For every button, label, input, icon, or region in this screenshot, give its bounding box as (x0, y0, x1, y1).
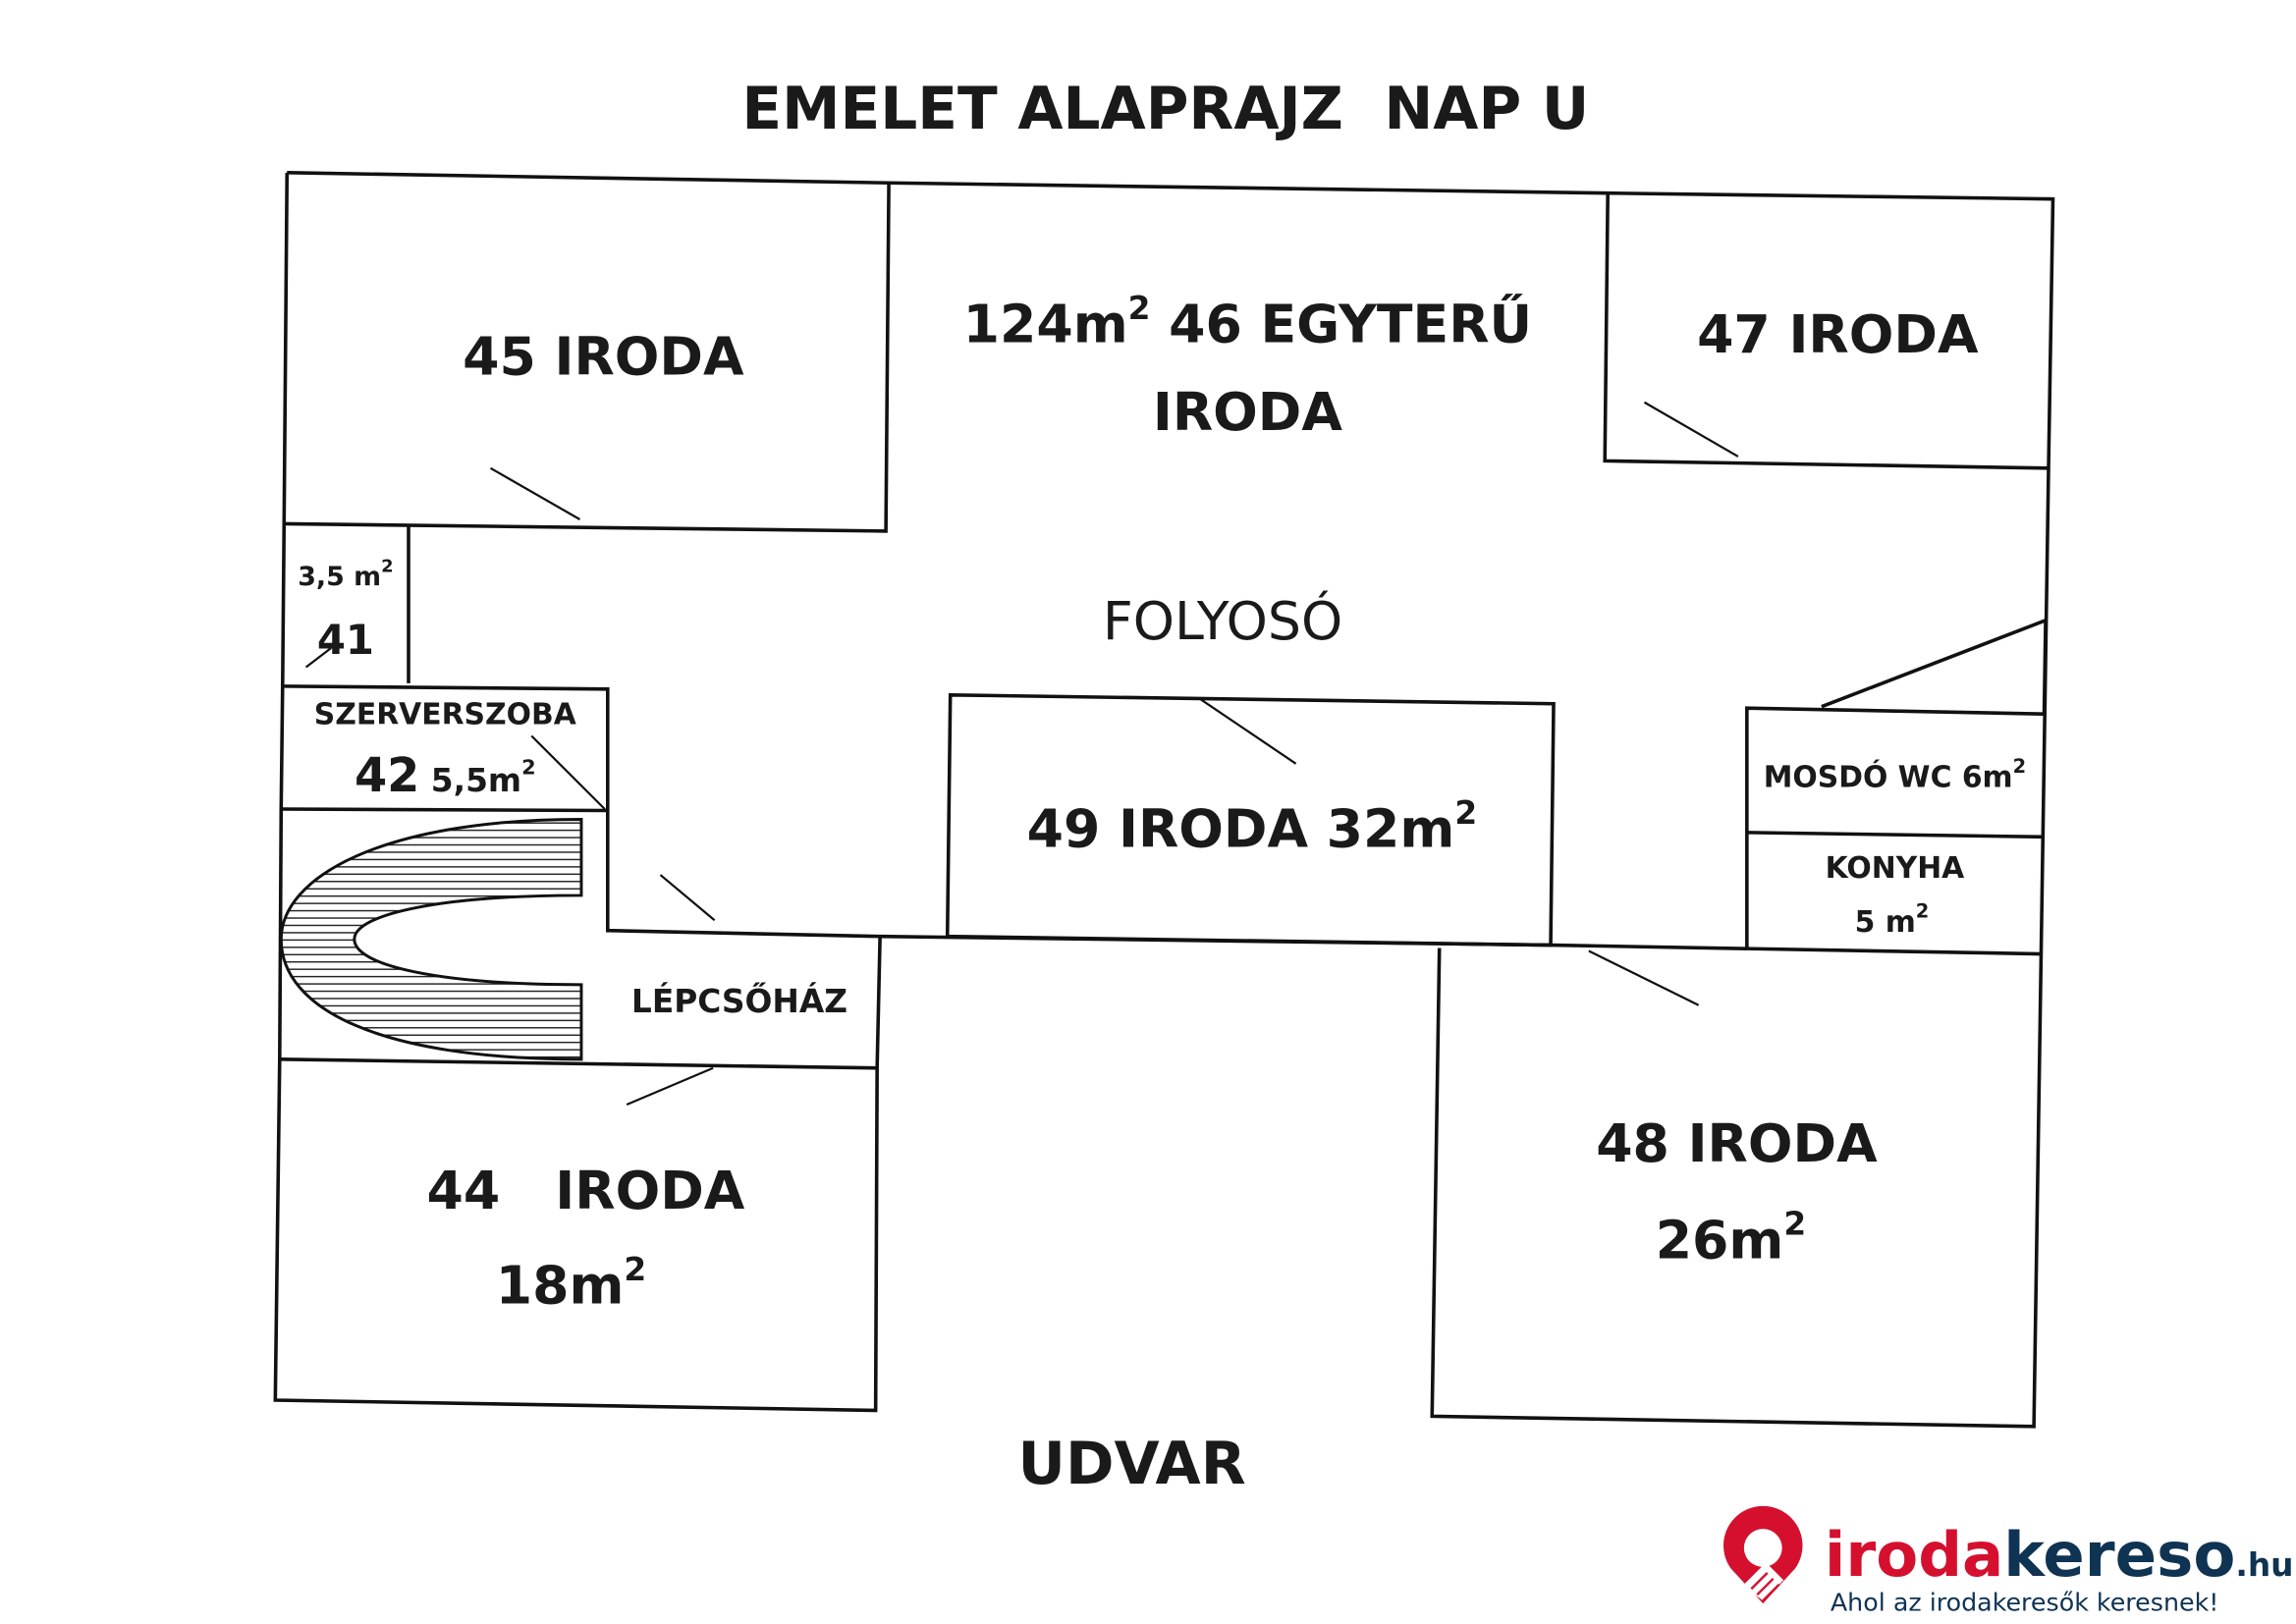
room-48-label: 48 IRODA (1596, 1112, 1878, 1174)
logo-wordmark: irodakereso.hu (1825, 1519, 2294, 1591)
mosdo-label: MOSDÓ WC 6m2 (1764, 755, 2026, 795)
stairs-label: LÉPCSŐHÁZ (631, 982, 847, 1020)
courtyard-label: UDVAR (1018, 1431, 1246, 1498)
walls (273, 171, 2055, 1429)
room-47-label: 47 IRODA (1697, 303, 1979, 365)
room-45-label: 45 IRODA (463, 325, 744, 387)
irodakereso-logo[interactable]: irodakereso.hu Ahol az irodakeresők kere… (1722, 1505, 2294, 1617)
room-48-area: 26m2 (1656, 1206, 1806, 1272)
logo-tagline: Ahol az irodakeresők keresnek! (1831, 1588, 2219, 1617)
room-42-area: 42 5,5m2 (355, 749, 536, 803)
door-marks (304, 401, 1739, 1107)
room-44-area: 18m2 (496, 1251, 646, 1317)
plan-title: EMELET ALAPRAJZ NAP U (741, 76, 1589, 143)
room-41-area: 3,5 m2 (298, 557, 393, 592)
room-44-label: 44 IRODA (427, 1160, 745, 1221)
room-41-label: 41 (317, 616, 374, 664)
corridor-label: FOLYOSÓ (1103, 590, 1342, 652)
location-pin-icon (1722, 1505, 1803, 1604)
room-46-label-2: IRODA (1153, 381, 1342, 443)
room-46-label: 124m2 46 EGYTERŰ (963, 290, 1532, 355)
konyha-area: 5 m2 (1855, 899, 1930, 940)
room-42-label: SZERVERSZOBA (314, 698, 576, 732)
spiral-staircase (279, 817, 583, 1061)
konyha-label: KONYHA (1826, 851, 1965, 886)
room-49-label: 49 IRODA 32m2 (1027, 794, 1478, 860)
